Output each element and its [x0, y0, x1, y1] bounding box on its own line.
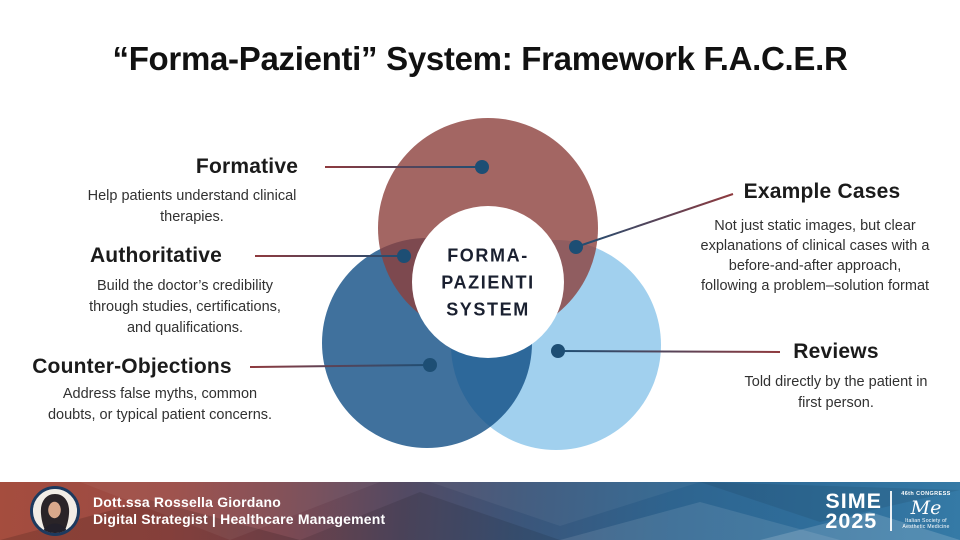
description-authoritative: Build the doctor’s credibility through s… [89, 276, 281, 339]
footer-background [0, 482, 960, 540]
connector-example-cases [575, 193, 734, 248]
venn-center-label: FORMA- PAZIENTI SYSTEM [441, 243, 534, 324]
presenter-name: Dott.ssa Rossella Giordano [93, 493, 282, 510]
description-counter-objections: Address false myths, common doubts, or t… [48, 384, 272, 426]
sime-logo-line: SIME [825, 489, 882, 513]
presenter-role: Digital Strategist | Healthcare Manageme… [93, 511, 386, 527]
aesthetic-medicine-logo: Me [910, 496, 942, 519]
congress-block: 46th CONGRESS Me Italian Society of Aest… [900, 491, 952, 530]
label-formative: Formative [195, 155, 299, 178]
society-name-line: Aesthetic Medicine [902, 523, 950, 530]
society-name-line: Italian Society of [905, 517, 947, 524]
woman-portrait-image [33, 489, 77, 533]
page-title: “Forma-Pazienti” System: Framework F.A.C… [112, 40, 848, 77]
connector-dot-counter-objections [423, 358, 437, 372]
description-line: and qualifications. [126, 320, 244, 336]
sime-2025-logo: SIME 2025 [825, 489, 882, 533]
divider [890, 491, 892, 531]
description-line: Address false myths, common [62, 386, 258, 402]
description-line: first person. [798, 395, 874, 411]
sime-logo-line: 2025 [825, 509, 878, 533]
footer: Dott.ssa Rossella Giordano Digital Strat… [0, 482, 960, 540]
connector-reviews [557, 350, 781, 353]
connector-dot-authoritative [397, 249, 411, 263]
label-authoritative: Authoritative [89, 244, 223, 267]
description-line: therapies. [160, 209, 224, 225]
description-line: doubts, or typical patient concerns. [47, 407, 273, 423]
label-reviews: Reviews [793, 340, 879, 363]
connector-dot-example-cases [569, 240, 583, 254]
presenter-avatar [30, 486, 80, 536]
center-label-line: PAZIENTI [441, 272, 535, 293]
description-line: Told directly by the patient in [744, 374, 928, 390]
connector-dot-reviews [551, 344, 565, 358]
label-counter-objections: Counter-Objections [32, 355, 232, 378]
description-line: Build the doctor’s credibility [97, 278, 273, 294]
description-line: Not just static images, but clear [714, 218, 916, 234]
center-label-line: FORMA- [447, 245, 529, 266]
label-example-cases: Example Cases [743, 180, 901, 203]
description-line: through studies, certifications, [89, 299, 281, 315]
connector-counter-objections [249, 364, 431, 368]
congress-label: 46th CONGRESS [901, 491, 951, 498]
connector-dot-formative [475, 160, 489, 174]
venn-center-circle [412, 206, 564, 358]
event-block: SIME 2025 46th CONGRESS Me Italian Socie… [825, 489, 952, 533]
description-line: before-and-after approach, [728, 258, 902, 274]
description-formative: Help patients understand clinical therap… [88, 186, 297, 228]
description-reviews: Told directly by the patient in first pe… [745, 372, 928, 414]
description-line: following a problem–solution format [700, 278, 930, 294]
center-label-line: SYSTEM [446, 299, 530, 320]
presenter-text: Dott.ssa Rossella Giordano Digital Strat… [93, 494, 385, 529]
description-line: explanations of clinical cases with a [700, 238, 930, 254]
description-example-cases: Not just static images, but clear explan… [701, 216, 930, 296]
description-line: Help patients understand clinical [87, 188, 297, 204]
presenter-block: Dott.ssa Rossella Giordano Digital Strat… [30, 486, 385, 536]
